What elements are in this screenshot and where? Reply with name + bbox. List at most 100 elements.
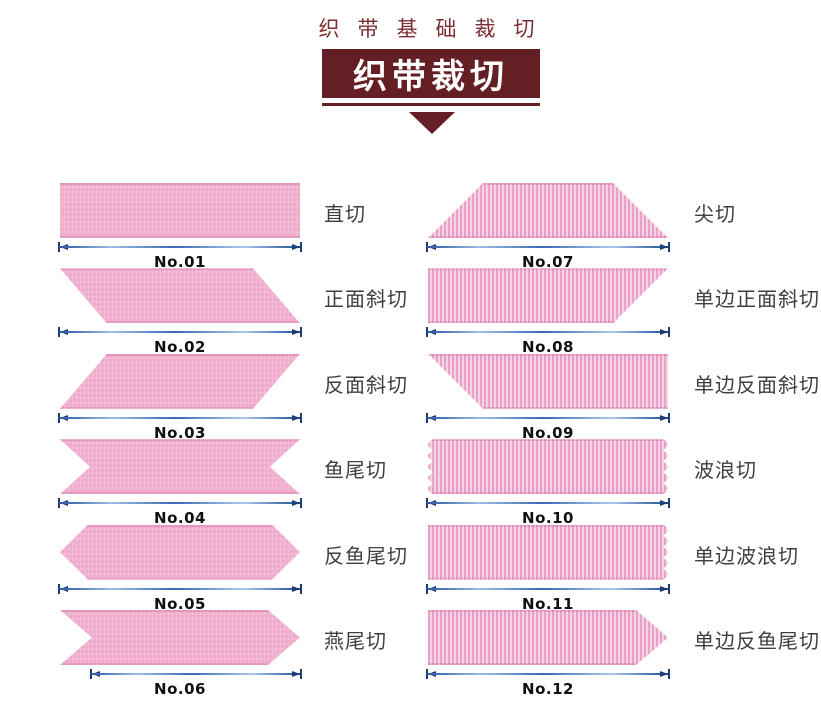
dimension-rule: [427, 416, 669, 419]
dimension-rule: [427, 502, 669, 505]
dimension-rule: [427, 331, 669, 334]
ribbon-name-label: 燕尾切: [324, 629, 387, 653]
dimension-rule: [91, 673, 301, 675]
ribbon-name-label: 波浪切: [694, 458, 757, 483]
ribbon-number-label: No.07: [522, 253, 574, 271]
ribbon-swatch: [428, 524, 668, 580]
ribbon-number-label: No.06: [154, 680, 206, 698]
dimension-rule: [427, 587, 669, 590]
ribbon-row: No.10 波浪切: [426, 439, 821, 527]
arrow-right-icon: [660, 329, 668, 336]
arrow-right-icon: [660, 414, 668, 421]
ribbon-row: No.09 单边反面斜切: [426, 353, 821, 442]
dimension-end-tick-right: [668, 327, 670, 338]
dimension-line: [426, 498, 670, 509]
ribbon-swatch: [60, 610, 300, 665]
ribbon-name-label: 鱼尾切: [324, 458, 387, 483]
dimension-line: [426, 583, 670, 594]
arrow-right-icon: [660, 244, 668, 250]
ribbon-number-label: No.08: [522, 338, 574, 357]
ribbon-number-label: No.09: [522, 423, 574, 442]
dimension-rule: [59, 246, 301, 248]
ribbon-row: No.04 鱼尾切: [58, 439, 458, 527]
arrow-right-icon: [292, 500, 300, 507]
dimension-line: [90, 669, 302, 679]
ribbon-row: No.12 单边反鱼尾切: [426, 610, 821, 698]
dimension-line: [58, 412, 302, 423]
dimension-line: [426, 669, 670, 679]
ribbon-swatch: [428, 183, 668, 238]
ribbon-name-label: 单边反面斜切: [694, 372, 820, 397]
dimension-line: [58, 583, 302, 594]
ribbon-row: No.11 单边波浪切: [426, 524, 821, 613]
page-title-banner: 织带裁切: [322, 49, 540, 98]
ribbon-name-label: 反面斜切: [324, 372, 408, 397]
dimension-rule: [427, 673, 669, 675]
ribbon-number-label: No.02: [154, 338, 206, 357]
ribbon-swatch: [428, 353, 668, 409]
ribbon-name-label: 单边正面斜切: [694, 287, 820, 312]
ribbon-number-label: No.11: [522, 594, 574, 613]
dimension-line: [426, 327, 670, 338]
arrow-right-icon: [292, 414, 300, 421]
ribbon-row: No.01 直切: [58, 183, 458, 271]
ribbon-name-label: 直切: [324, 202, 366, 226]
ribbon-name-label: 正面斜切: [324, 287, 408, 312]
dimension-end-tick-right: [668, 669, 670, 679]
dimension-end-tick-right: [300, 412, 302, 423]
arrow-right-icon: [660, 671, 668, 677]
dimension-end-tick-right: [300, 498, 302, 509]
arrow-right-icon: [292, 671, 300, 677]
dimension-end-tick-right: [300, 327, 302, 338]
dimension-end-tick-right: [300, 583, 302, 594]
arrow-down-icon: [409, 112, 455, 134]
dimension-end-tick-right: [300, 669, 302, 679]
ribbon-swatch: [60, 439, 300, 495]
dimension-line: [426, 412, 670, 423]
ribbon-number-label: No.04: [154, 509, 206, 528]
ribbon-number-label: No.10: [522, 509, 574, 528]
arrow-right-icon: [292, 329, 300, 336]
dimension-end-tick-right: [668, 242, 670, 252]
dimension-end-tick-right: [668, 583, 670, 594]
ribbon-swatch: [60, 524, 300, 580]
arrow-right-icon: [660, 585, 668, 592]
title-underline: [322, 103, 540, 106]
ribbon-name-label: 反鱼尾切: [324, 543, 408, 568]
ribbon-row: No.07 尖切: [426, 183, 821, 271]
ribbon-name-label: 单边波浪切: [694, 543, 799, 568]
ribbon-name-label: 单边反鱼尾切: [694, 629, 820, 653]
dimension-end-tick-right: [300, 242, 302, 252]
dimension-rule: [59, 587, 301, 590]
dimension-line: [58, 242, 302, 252]
arrow-right-icon: [292, 244, 300, 250]
dimension-rule: [59, 331, 301, 334]
ribbon-swatch: [60, 353, 300, 409]
dimension-end-tick-right: [668, 498, 670, 509]
ribbon-name-label: 尖切: [694, 202, 736, 226]
dimension-rule: [427, 246, 669, 248]
dimension-end-tick-right: [668, 412, 670, 423]
ribbon-row: No.05 反鱼尾切: [58, 524, 458, 613]
ribbon-number-label: No.03: [154, 423, 206, 442]
ribbon-number-label: No.05: [154, 594, 206, 613]
page-title: 织带裁切: [353, 57, 509, 97]
ribbon-swatch: [60, 183, 300, 238]
arrow-right-icon: [292, 585, 300, 592]
ribbon-row: No.03 反面斜切: [58, 353, 458, 442]
ribbon-number-label: No.01: [154, 253, 206, 271]
ribbon-swatch: [60, 268, 300, 324]
ribbon-number-label: No.12: [522, 680, 574, 698]
ribbon-row: No.08 单边正面斜切: [426, 268, 821, 356]
ribbon-swatch: [428, 268, 668, 324]
page-subtitle: 织带基础裁切: [318, 17, 553, 41]
ribbon-swatch: [428, 439, 668, 495]
dimension-line: [58, 498, 302, 509]
ribbon-swatch: [428, 610, 668, 665]
dimension-rule: [59, 416, 301, 419]
arrow-right-icon: [660, 500, 668, 507]
dimension-rule: [59, 502, 301, 505]
dimension-line: [426, 242, 670, 252]
ribbon-row: No.02 正面斜切: [58, 268, 458, 356]
ribbon-row: No.06 燕尾切: [58, 610, 458, 698]
